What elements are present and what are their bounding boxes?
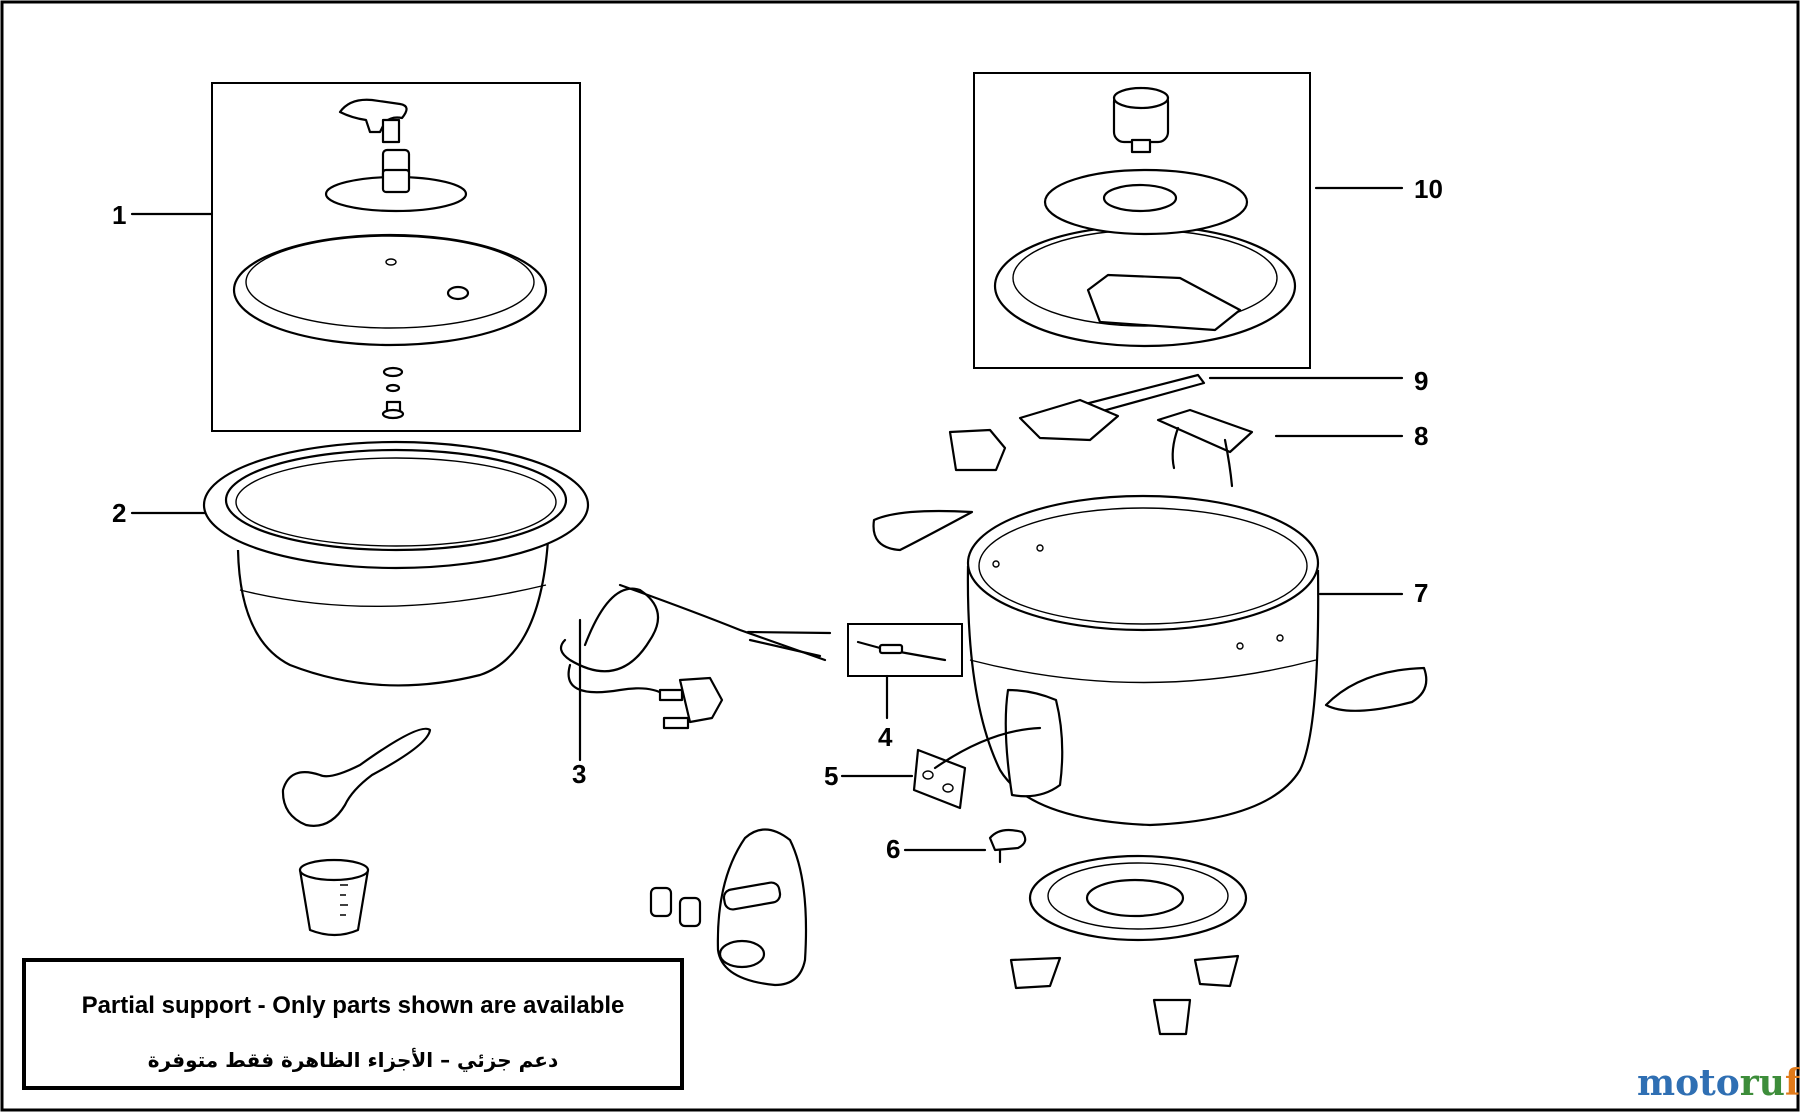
plug-pin-2 bbox=[662, 716, 690, 730]
thermal-fuse-group bbox=[847, 623, 963, 720]
cup-body bbox=[298, 868, 370, 937]
outer-body-group bbox=[872, 494, 1428, 827]
part-label-1: 1 bbox=[112, 200, 126, 230]
terminal-hole-1 bbox=[922, 770, 934, 780]
lid-hole bbox=[385, 258, 397, 266]
handle-left bbox=[872, 509, 974, 552]
part-label-8: 8 bbox=[1414, 421, 1428, 451]
lid-knob bbox=[338, 98, 408, 134]
cup-scale bbox=[340, 884, 348, 916]
body-hole-4 bbox=[1236, 642, 1244, 650]
plug-body bbox=[678, 676, 724, 724]
inner-pot-band bbox=[239, 584, 547, 607]
foot-2 bbox=[1193, 954, 1240, 988]
base-plate-center bbox=[1085, 878, 1185, 918]
watermark-part3: f bbox=[1784, 1062, 1800, 1104]
foot-3 bbox=[1152, 998, 1192, 1036]
part-label-5: 5 bbox=[824, 761, 838, 791]
part-label-4: 4 bbox=[878, 722, 893, 752]
body-hole-1 bbox=[992, 560, 1000, 568]
reflector-hole bbox=[1102, 183, 1178, 213]
spoon-shape bbox=[281, 727, 432, 827]
switch-lever-part bbox=[988, 828, 1027, 852]
screw-head bbox=[381, 408, 405, 420]
thermostat-stem bbox=[1130, 138, 1152, 154]
bracket-body bbox=[1018, 398, 1120, 442]
inner-pot-group bbox=[202, 440, 590, 687]
cord-to-plug bbox=[567, 663, 667, 697]
front-control-panel bbox=[649, 828, 808, 987]
heating-plate-box bbox=[973, 72, 1311, 369]
switch-connector bbox=[948, 428, 1007, 472]
outer-body-seam bbox=[969, 659, 1317, 684]
terminal-block bbox=[912, 748, 967, 810]
base-plate-group bbox=[1009, 854, 1248, 1036]
cord-loop bbox=[559, 587, 660, 673]
cord-wire bbox=[618, 583, 827, 662]
inner-pot-body bbox=[236, 539, 550, 687]
thermal-fuse-box bbox=[847, 623, 963, 677]
outer-body-cutout bbox=[1004, 688, 1064, 798]
part-label-9: 9 bbox=[1414, 366, 1428, 396]
internal-wires bbox=[933, 726, 1042, 770]
lid-vent-hole bbox=[446, 285, 470, 301]
base-plate-ring bbox=[1047, 862, 1229, 930]
part-label-2: 2 bbox=[112, 498, 126, 528]
measuring-cup bbox=[298, 858, 370, 937]
indicator-board bbox=[1156, 408, 1254, 454]
cord-ends bbox=[746, 630, 832, 658]
switch-knob-window bbox=[718, 939, 766, 969]
thermostat-top bbox=[1112, 86, 1170, 110]
watermark-logo: motoruf bbox=[1637, 1062, 1800, 1104]
foot-1 bbox=[1009, 956, 1062, 990]
cup-rim bbox=[298, 858, 370, 882]
part-label-7: 7 bbox=[1414, 578, 1428, 608]
body-hole-2 bbox=[1036, 544, 1044, 552]
vent-post-base bbox=[381, 168, 411, 194]
knob-stem bbox=[381, 118, 401, 144]
indicator-window bbox=[722, 881, 782, 911]
rice-spoon bbox=[281, 727, 432, 827]
watermark-part2: ru bbox=[1739, 1062, 1785, 1104]
fuse-body bbox=[878, 643, 904, 655]
handle-right bbox=[1324, 666, 1428, 712]
indicator-wires bbox=[1171, 426, 1234, 488]
terminal-hole-2 bbox=[942, 783, 954, 793]
inner-pot-opening bbox=[224, 448, 568, 552]
washer-1 bbox=[382, 366, 404, 378]
washer-2 bbox=[385, 383, 401, 393]
heating-element-plate bbox=[1086, 273, 1242, 332]
indicator-board-group bbox=[1156, 408, 1404, 488]
notice-text-english: Partial support - Only parts shown are a… bbox=[81, 992, 625, 1019]
switch-lever-group bbox=[903, 828, 1027, 864]
availability-notice: Partial support - Only parts shown are a… bbox=[22, 958, 684, 1090]
part-label-6: 6 bbox=[886, 834, 900, 864]
lid-assembly-group bbox=[211, 82, 581, 432]
glass-lid-rim bbox=[245, 235, 535, 329]
part-label-10: 10 bbox=[1414, 174, 1443, 204]
indicator-lens-1 bbox=[649, 886, 673, 918]
indicator-lens-2 bbox=[678, 896, 702, 928]
lid-assembly-box bbox=[211, 82, 581, 432]
switch-bracket-group bbox=[948, 373, 1404, 472]
terminal-block-group bbox=[840, 748, 967, 810]
plug-pin-1 bbox=[658, 688, 684, 702]
notice-text-arabic: دعم جزئي – الأجزاء الظاهرة فقط متوفرة bbox=[147, 1048, 559, 1072]
glass-lid bbox=[232, 233, 548, 347]
watermark-part1: moto bbox=[1637, 1062, 1740, 1104]
power-cord-group bbox=[559, 583, 832, 762]
outer-body-rim bbox=[966, 494, 1320, 632]
body-hole-3 bbox=[1276, 634, 1284, 642]
outer-body-opening bbox=[978, 507, 1308, 625]
inner-pot-inner-edge bbox=[235, 457, 557, 547]
heating-plate-group bbox=[973, 72, 1404, 369]
part-label-3: 3 bbox=[572, 759, 586, 789]
